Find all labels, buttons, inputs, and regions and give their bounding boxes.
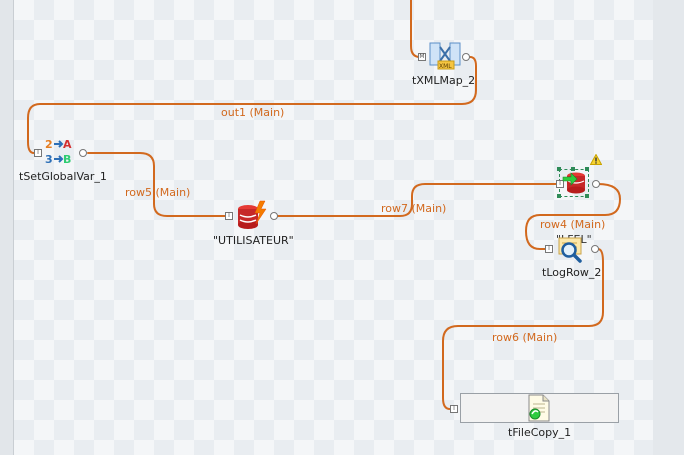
job-design-canvas[interactable]: [13, 0, 654, 455]
link-label-row5[interactable]: row5 (Main): [125, 186, 191, 199]
link-row5[interactable]: [87, 152, 226, 217]
output-port[interactable]: [591, 245, 599, 253]
resize-handle[interactable]: [585, 194, 589, 198]
svg-text:XML: XML: [439, 63, 452, 70]
link-row7[interactable]: [276, 183, 557, 217]
link-row6[interactable]: [442, 248, 604, 410]
input-port[interactable]: I: [225, 212, 233, 220]
input-port[interactable]: I: [556, 180, 564, 188]
component-name-utilisateur: "UTILISATEUR": [213, 234, 294, 247]
input-port[interactable]: I: [545, 245, 553, 253]
set-global-var-icon: 2 A 3 B: [45, 138, 72, 166]
svg-text:B: B: [63, 153, 71, 166]
svg-text:A: A: [63, 138, 72, 151]
tfilecopy-input-port[interactable]: I: [450, 405, 458, 413]
file-copy-icon: [528, 394, 550, 422]
link-label-out1[interactable]: out1 (Main): [221, 106, 285, 119]
output-port[interactable]: [270, 212, 278, 220]
link-row4[interactable]: [524, 183, 622, 250]
component-name-txmlmap: tXMLMap_2: [412, 74, 476, 87]
component-utilisateur[interactable]: I: [225, 200, 281, 230]
component-txmlmap[interactable]: M XML: [418, 38, 474, 70]
component-name-tlogrow: tLogRow_2: [542, 266, 602, 279]
component-tlogrow[interactable]: I: [545, 236, 605, 264]
component-lfel[interactable]: I: [556, 166, 604, 198]
resize-handle[interactable]: [557, 194, 561, 198]
output-port[interactable]: [592, 180, 600, 188]
link-out1[interactable]: [27, 56, 477, 154]
output-port[interactable]: [79, 149, 87, 157]
link-label-row6[interactable]: row6 (Main): [492, 331, 558, 344]
canvas-scroll-gutter: [653, 0, 684, 455]
component-tsetglobalvar[interactable]: I 2 A 3 B: [34, 136, 90, 166]
resize-handle[interactable]: [571, 167, 575, 171]
svg-text:3: 3: [45, 153, 53, 166]
input-port[interactable]: I: [34, 149, 42, 157]
component-name-tfilecopy: tFileCopy_1: [508, 426, 572, 439]
resize-handle[interactable]: [557, 167, 561, 171]
log-row-icon: [558, 237, 582, 263]
input-port-main[interactable]: M: [418, 53, 426, 61]
resize-handle[interactable]: [585, 167, 589, 171]
xml-map-icon: XML: [429, 42, 461, 70]
database-output-icon: [238, 200, 267, 229]
output-port[interactable]: [462, 53, 470, 61]
link-label-row4[interactable]: row4 (Main): [540, 218, 606, 231]
link-label-row7[interactable]: row7 (Main): [381, 202, 447, 215]
component-name-tsetglobalvar: tSetGlobalVar_1: [19, 170, 107, 183]
svg-text:2: 2: [45, 138, 53, 151]
warning-icon[interactable]: [590, 154, 602, 165]
database-input-icon: [562, 172, 585, 194]
